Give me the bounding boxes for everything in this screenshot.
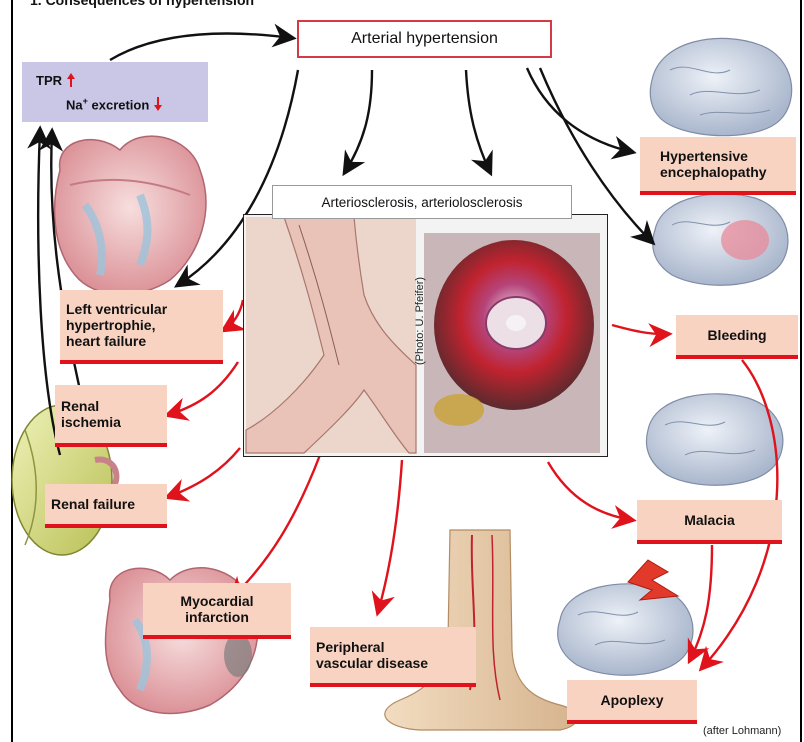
arterial-hypertension-box: Arterial hypertension	[297, 20, 552, 58]
lv-hypertrophy-box: Left ventricular hypertrophie, heart fai…	[60, 290, 223, 364]
arrow-down-icon	[153, 96, 163, 112]
arteriosclerosis-panel: (Photo: U. Pfeifer)	[243, 214, 608, 457]
renal-ischemia-box: Renal ischemia	[55, 385, 167, 447]
brain-illustration-apoplexy	[558, 560, 693, 675]
arrow-up-icon	[66, 72, 76, 88]
na-excretion-line: Na+ excretion	[66, 96, 163, 112]
na-label: Na	[66, 97, 83, 112]
tpr-line: TPR	[36, 72, 76, 88]
malacia-box: Malacia	[637, 500, 782, 544]
bleeding-box: Bleeding	[676, 315, 798, 359]
peripheral-vascular-box: Peripheral vascular disease	[310, 627, 476, 687]
heart-illustration-upper	[55, 136, 206, 294]
tpr-box: TPR Na+ excretion	[22, 62, 208, 122]
myocardial-infarction-box: Myocardial infarction	[143, 583, 291, 639]
source-credit: (after Lohmann)	[703, 725, 781, 737]
brain-illustration-bleeding	[653, 194, 788, 285]
renal-failure-box: Renal failure	[45, 484, 167, 528]
apoplexy-box: Apoplexy	[567, 680, 697, 724]
tpr-label: TPR	[36, 73, 62, 88]
arteriosclerosis-title: Arteriosclerosis, arteriolosclerosis	[272, 185, 572, 219]
brain-illustration-top	[650, 38, 791, 135]
hypertensive-encephalopathy-box: Hypertensive encephalopathy	[640, 137, 796, 195]
excretion-label: excretion	[88, 97, 149, 112]
brain-illustration-malacia	[646, 394, 782, 485]
